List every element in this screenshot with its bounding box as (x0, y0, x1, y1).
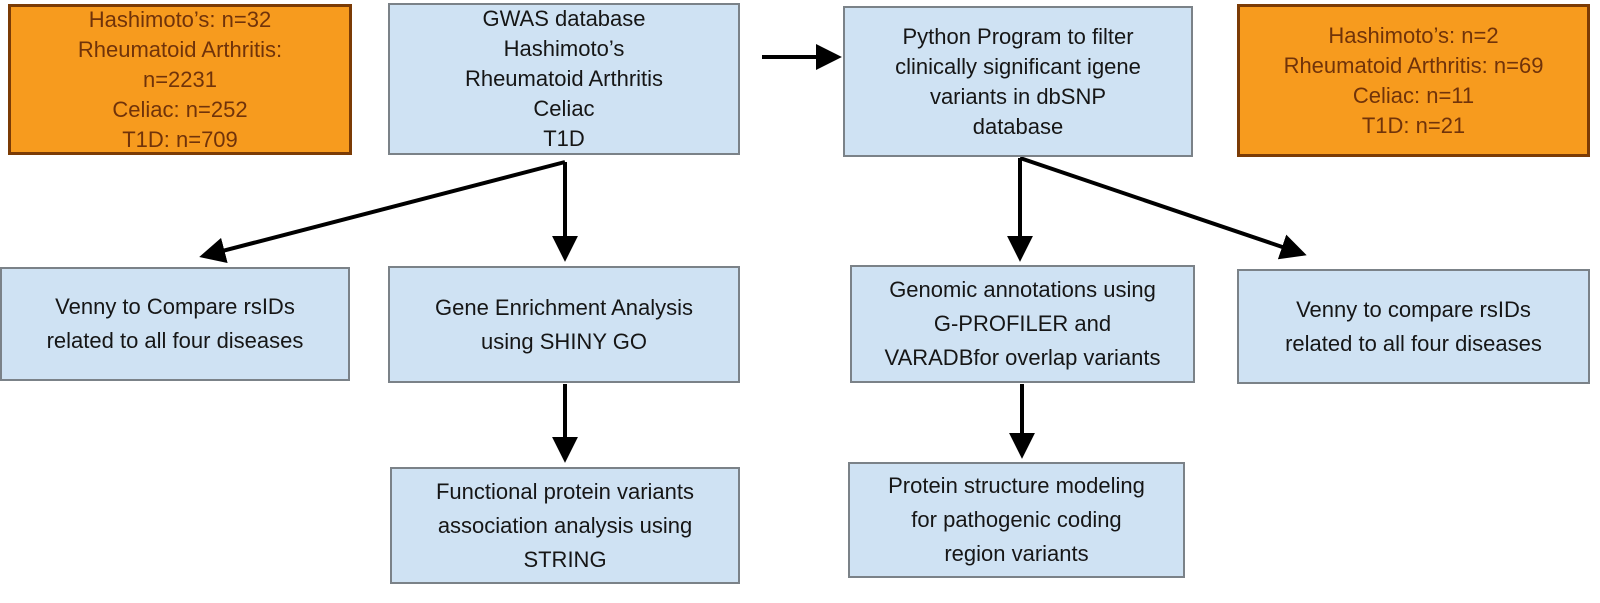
flow-box-python-filter: Python Program to filter clinically sign… (843, 6, 1193, 157)
arrow-gwas-to-venny-left (199, 160, 566, 264)
flow-box-gwas-database: GWAS database Hashimoto’s Rheumatoid Art… (388, 3, 740, 155)
flow-box-venny-left-text: Venny to Compare rsIDs related to all fo… (46, 294, 304, 353)
flow-box-filtered-counts: Hashimoto’s: n=2 Rheumatoid Arthritis: n… (1237, 4, 1590, 157)
flow-box-gwas-counts: Hashimoto’s: n=32 Rheumatoid Arthritis: … (8, 4, 352, 155)
flow-box-gene-enrichment-text: Gene Enrichment Analysis using SHINY GO (434, 294, 694, 354)
flow-box-genomic-annotations: Genomic annotations using G-PROFILER and… (850, 265, 1195, 383)
flow-box-gwas-database-text: GWAS database Hashimoto’s Rheumatoid Art… (464, 6, 664, 151)
flow-box-functional-string-text: Functional protein variants association … (435, 478, 695, 572)
flow-box-filtered-counts-text: Hashimoto’s: n=2 Rheumatoid Arthritis: n… (1283, 22, 1544, 138)
arrow-python-to-venny-right (1019, 156, 1307, 260)
flow-box-python-filter-text: Python Program to filter clinically sign… (895, 23, 1141, 139)
flow-box-protein-structure: Protein structure modeling for pathogeni… (848, 462, 1185, 578)
flow-box-gwas-counts-text: Hashimoto’s: n=32 Rheumatoid Arthritis: … (77, 6, 283, 152)
flow-box-protein-structure-text: Protein structure modeling for pathogeni… (888, 473, 1145, 566)
flow-box-venny-left: Venny to Compare rsIDs related to all fo… (0, 267, 350, 381)
flow-box-functional-string: Functional protein variants association … (390, 467, 740, 584)
flow-box-gene-enrichment: Gene Enrichment Analysis using SHINY GO (388, 266, 740, 383)
flow-box-venny-right: Venny to compare rsIDs related to all fo… (1237, 269, 1590, 384)
flow-box-genomic-annotations-text: Genomic annotations using G-PROFILER and… (884, 277, 1161, 370)
flow-box-venny-right-text: Venny to compare rsIDs related to all fo… (1285, 296, 1542, 356)
